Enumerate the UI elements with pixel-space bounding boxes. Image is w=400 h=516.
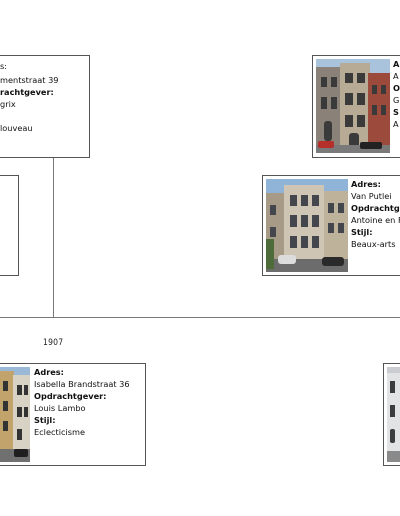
top-right-line-0: A — [393, 59, 400, 69]
top-right-line-3: G — [393, 95, 400, 105]
bottom-left-stijl-label: Stijl: — [34, 415, 56, 425]
bottom-left-opdracht-value: Louis Lambo — [34, 403, 86, 413]
top-left-line-5: louveau — [0, 123, 33, 133]
building-photo-bottom-right — [387, 367, 400, 462]
card-middle-right: Adres: Van Putlei Opdrachtgever: Antoine… — [262, 175, 400, 276]
bottom-left-opdracht-label: Opdrachtgever: — [34, 391, 107, 401]
middle-right-stijl-value: Beaux-arts — [351, 239, 396, 249]
middle-right-adres-value: Van Putlei — [351, 191, 392, 201]
card-bottom-left: Adres: Isabella Brandstraat 36 Opdrachtg… — [0, 363, 146, 466]
top-right-line-5: A — [393, 119, 399, 129]
card-top-right: A A O G S A — [312, 55, 400, 158]
top-left-line-2: rachtgever: — [0, 87, 54, 97]
top-right-line-4: S — [393, 107, 399, 117]
card-top-right-text: A A O G S A — [393, 58, 400, 130]
card-bottom-right-partial — [383, 363, 400, 466]
top-left-line-1: mentstraat 39 — [0, 75, 59, 85]
building-photo-top-right — [316, 59, 390, 153]
building-photo-middle-right — [266, 179, 348, 272]
middle-right-adres-label: Adres: — [351, 179, 381, 189]
top-right-line-1: A — [393, 71, 399, 81]
middle-right-stijl-label: Stijl: — [351, 227, 373, 237]
building-photo-bottom-left — [0, 367, 30, 462]
connector-top-left — [53, 157, 54, 317]
card-bottom-left-text: Adres: Isabella Brandstraat 36 Opdrachtg… — [34, 366, 130, 438]
card-middle-right-text: Adres: Van Putlei Opdrachtgever: Antoine… — [351, 178, 400, 250]
bottom-left-adres-value: Isabella Brandstraat 36 — [34, 379, 130, 389]
card-left-partial — [0, 175, 19, 276]
card-top-left: s: mentstraat 39 rachtgever: grix louvea… — [0, 55, 90, 158]
bottom-left-adres-label: Adres: — [34, 367, 64, 377]
middle-right-opdracht-value: Antoine en F — [351, 215, 400, 225]
top-right-line-2: O — [393, 83, 400, 93]
timeline-axis — [0, 317, 400, 318]
year-label-1907: 1907 — [43, 338, 64, 348]
top-left-line-3: grix — [0, 99, 16, 109]
middle-right-opdracht-label: Opdrachtgever: — [351, 203, 400, 213]
top-left-line-0: s: — [0, 61, 8, 71]
top-left-line-4 — [0, 110, 59, 122]
bottom-left-stijl-value: Eclecticisme — [34, 427, 86, 437]
card-top-left-text: s: mentstraat 39 rachtgever: grix louvea… — [0, 60, 59, 134]
